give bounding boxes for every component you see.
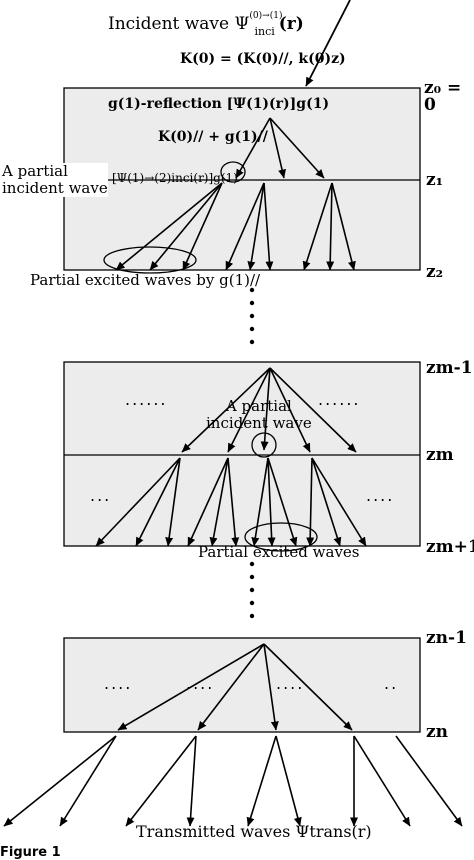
z-label-zn-minus-1: zn-1 [426, 628, 467, 648]
partial-incident-label-mid: A partial incident wave [206, 397, 312, 432]
arrows-layer-m [181, 367, 357, 453]
ellipsis-lower-left: ... [90, 486, 112, 505]
partial-excited-ellipse-top [103, 246, 197, 274]
z-label-z0: z₀ = 0 [424, 78, 462, 115]
partial-excited-by-g-label: Partial excited waves by g(1)// [30, 271, 261, 289]
ellipsis-n-3: .... [276, 674, 305, 693]
dotted-connector-1 [249, 287, 255, 345]
z-label-z2: z₂ [426, 262, 444, 282]
arrows-layer-2 [115, 182, 356, 271]
partial-incident-circle-mid [251, 432, 277, 458]
z-label-zm-plus-1: zm+1 [426, 537, 474, 557]
z-label-z1: z₁ [426, 170, 444, 190]
z-label-zm-minus-1: zm-1 [426, 358, 473, 378]
z-label-zn: zn [426, 722, 449, 742]
ellipsis-mid-right: ...... [318, 390, 361, 409]
k-plus-g-label: K(0)// + g(1)// [158, 129, 268, 145]
partial-incident-label-top: A partial incident wave [2, 162, 108, 197]
arrows-layer-n [117, 643, 353, 731]
ellipsis-n-1: .... [104, 674, 133, 693]
layer-block-middle [63, 361, 421, 547]
incident-wave-label: Incident wave Ψ(0)→(1)inci(r) [108, 11, 304, 39]
partial-excited-waves-label: Partial excited waves [198, 543, 360, 561]
dotted-connector-2 [249, 561, 255, 619]
partial-incident-math-top: [Ψ(1)→(2)inci(r)]g(1) [112, 171, 238, 185]
transmitted-waves-label: Transmitted waves Ψtrans(r) [136, 822, 372, 841]
layer-block-bottom [63, 637, 421, 733]
ellipsis-n-4: .. [384, 674, 399, 693]
arrows-transmitted [3, 735, 463, 827]
incident-wave-arrow [305, 0, 351, 87]
z-label-zm: zm [426, 445, 454, 465]
g-reflection-label: g(1)-reflection [Ψ(1)(r)]g(1) [108, 96, 330, 112]
arrows-layer-m1 [95, 457, 367, 547]
k0-equation: K(0) = (K(0)//, k(0)z) [180, 51, 346, 67]
arrows-layer-1 [235, 117, 325, 179]
ellipsis-lower-right: .... [366, 486, 395, 505]
partial-excited-ellipse-mid [244, 522, 318, 552]
ellipsis-mid-left: ...... [125, 390, 168, 409]
figure-caption: Figure 1 [0, 845, 61, 860]
partial-incident-circle-top [220, 161, 246, 183]
ellipsis-n-2: .... [186, 674, 215, 693]
